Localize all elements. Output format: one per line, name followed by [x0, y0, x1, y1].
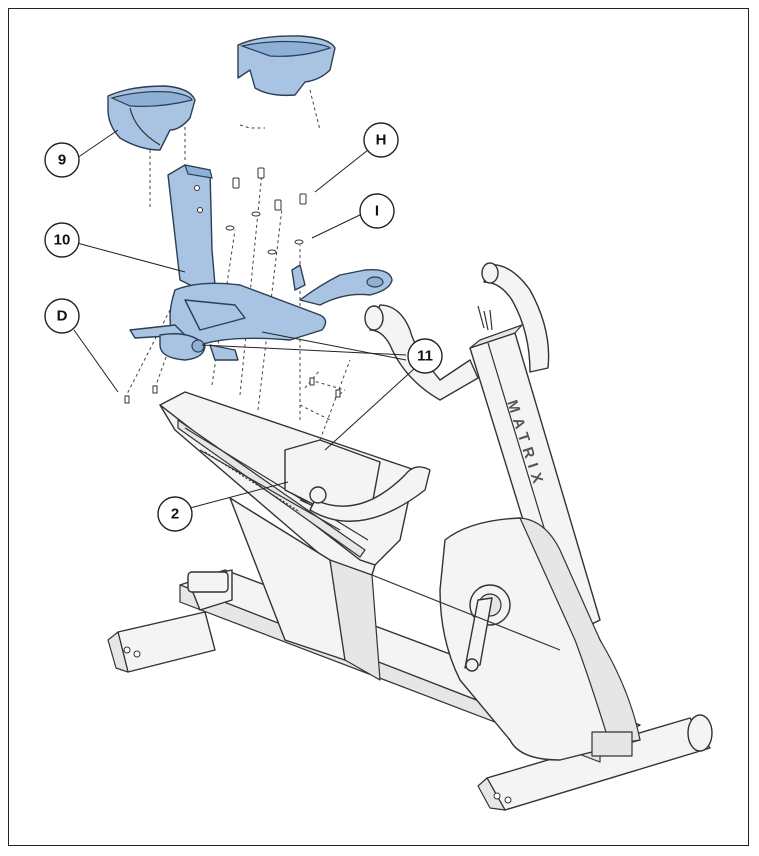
rear-stabilizer	[477, 714, 713, 811]
flywheel-housing	[439, 517, 641, 761]
callout-9-label: 9	[58, 152, 66, 169]
frame-link-line	[371, 574, 561, 651]
callout-10-label: 10	[54, 232, 71, 249]
diagram-frame	[8, 8, 749, 846]
front-stabilizer	[107, 611, 216, 673]
callout-h-label: H	[376, 132, 387, 149]
upper-handlebars	[364, 262, 550, 401]
leader-lines	[73, 129, 416, 509]
callout-2: 2	[157, 496, 193, 532]
callout-11: 11	[407, 338, 443, 374]
callout-d: D	[44, 298, 80, 334]
part-seat-cover-top	[237, 35, 336, 97]
part-10-seat-frame	[129, 164, 393, 361]
callout-i: I	[359, 193, 395, 229]
upright-column: MATRIX	[469, 324, 601, 641]
bolts-set-h	[232, 167, 307, 211]
callout-2-label: 2	[171, 506, 179, 523]
part-9-seat-cover	[107, 85, 196, 151]
callout-d-label: D	[57, 308, 68, 325]
callout-10: 10	[44, 222, 80, 258]
washers-set-i	[225, 211, 304, 255]
bolts-set-d	[124, 377, 341, 404]
callout-11-label: 11	[417, 348, 433, 365]
callout-9: 9	[44, 142, 80, 178]
callout-i-label: I	[375, 203, 379, 220]
callout-h: H	[363, 122, 399, 158]
